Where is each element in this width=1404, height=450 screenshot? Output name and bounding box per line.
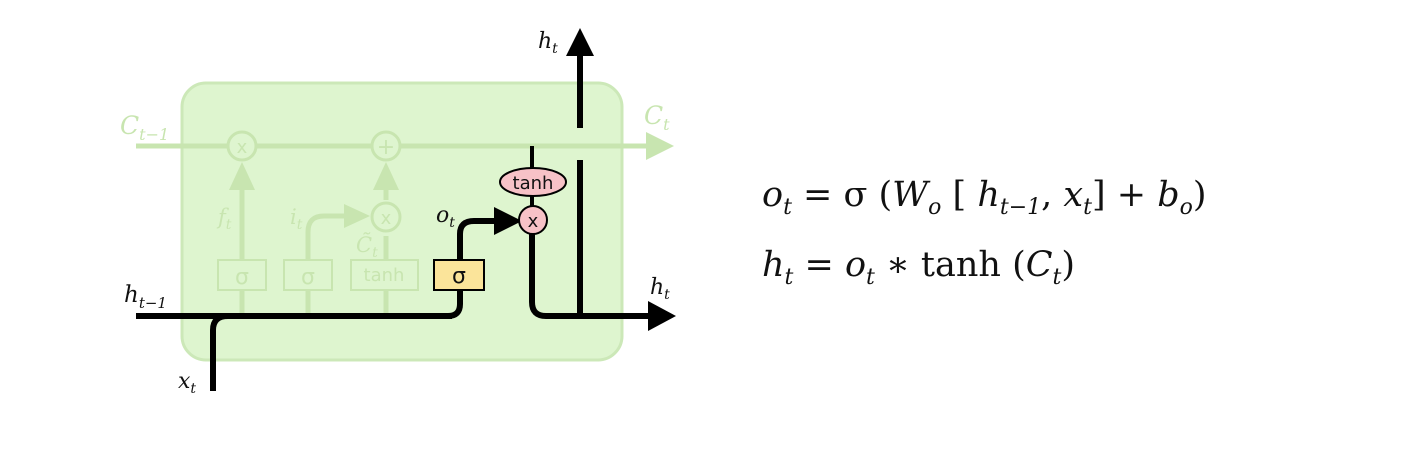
c-next-label: Ct — [644, 101, 670, 134]
equations-block: ot = σ (Wo [ ht−1, xt] + bo) ht = ot ∗ t… — [762, 160, 1207, 300]
eq1-lhs-sub: t — [783, 195, 792, 220]
input-sigma-box — [283, 259, 333, 291]
output-multiply-op — [518, 205, 548, 235]
eq1-close: ) — [1192, 175, 1207, 215]
eq2-op-tanh: ∗ tanh ( — [874, 245, 1026, 285]
eq1-w-sub: o — [928, 195, 942, 220]
output-gate-to-multiply-line — [457, 218, 500, 261]
eq1-bracket-close: ] + — [1092, 175, 1158, 215]
eq1-equals-sigma: = σ ( — [791, 175, 893, 215]
eq1-b-sub: o — [1179, 195, 1193, 220]
input-gate-line — [305, 213, 348, 316]
output-gate-equation: ot = σ (Wo [ ht−1, xt] + bo) — [762, 160, 1207, 230]
eq2-o-sub: t — [866, 265, 875, 290]
input-multiply-symbol: x — [381, 208, 392, 229]
h-output-arrowhead — [648, 301, 676, 331]
output-gate-line — [447, 288, 463, 319]
i-gate-label: it — [290, 205, 303, 233]
f-gate-label: ft — [216, 205, 232, 233]
c-tilde-label: C̃t — [356, 233, 378, 261]
o-gate-label: ot — [436, 203, 455, 231]
forget-gate-arrowhead — [229, 162, 255, 190]
input-sigma-label: σ — [301, 265, 315, 290]
eq1-h: h — [977, 175, 1000, 215]
forget-sigma-label: σ — [235, 265, 249, 290]
eq1-w: W — [892, 175, 929, 215]
lstm-output-gate-diagram: σ σ tanh x + x Ct−1 Ct ft it C̃t σ tanh … — [120, 28, 676, 397]
forget-multiply-symbol: x — [237, 137, 248, 158]
eq2-o: o — [844, 245, 867, 285]
output-sigma-label: σ — [452, 264, 466, 289]
eq1-x: x — [1063, 175, 1084, 215]
eq2-c-sub: t — [1052, 265, 1062, 290]
output-gate-arrowhead — [494, 207, 522, 235]
forget-multiply-op — [226, 130, 258, 162]
eq1-h-sub: t−1 — [999, 195, 1042, 220]
eq1-x-sub: t — [1083, 195, 1092, 220]
hidden-state-equation: ht = ot ∗ tanh (Ct) — [762, 230, 1207, 300]
x-input-label: xt — [178, 369, 196, 397]
h-prev-label: ht−1 — [124, 282, 167, 312]
c-prev-label: Ct−1 — [120, 111, 169, 144]
candidate-tanh-label: tanh — [364, 265, 405, 286]
cell-state-arrowhead — [646, 132, 674, 160]
h-up-arrowhead — [566, 28, 594, 56]
output-multiply-symbol: x — [528, 211, 539, 232]
eq2-c: C — [1025, 245, 1053, 285]
h-output-top-label: ht — [538, 29, 558, 57]
h-output-right-label: ht — [650, 275, 670, 303]
eq1-comma: , — [1041, 175, 1064, 215]
input-gate-arrowhead — [344, 204, 370, 228]
eq2-equals: = — [793, 245, 845, 285]
output-tanh-op — [499, 167, 567, 197]
candidate-arrowhead — [373, 162, 399, 190]
candidate-tanh-box — [350, 259, 419, 291]
cell-add-op — [370, 130, 402, 162]
cell-add-symbol: + — [377, 135, 395, 160]
forget-sigma-box — [217, 259, 267, 291]
input-multiply-op — [370, 201, 402, 233]
eq2-close: ) — [1061, 245, 1076, 285]
output-tanh-label: tanh — [513, 173, 554, 194]
eq1-b: b — [1157, 175, 1180, 215]
eq2-lhs: h — [762, 245, 785, 285]
eq1-bracket-open: [ — [941, 175, 978, 215]
eq2-lhs-sub: t — [784, 265, 794, 290]
h-output-path — [529, 234, 652, 319]
output-sigma-box — [433, 259, 485, 291]
eq1-lhs: o — [762, 175, 784, 215]
